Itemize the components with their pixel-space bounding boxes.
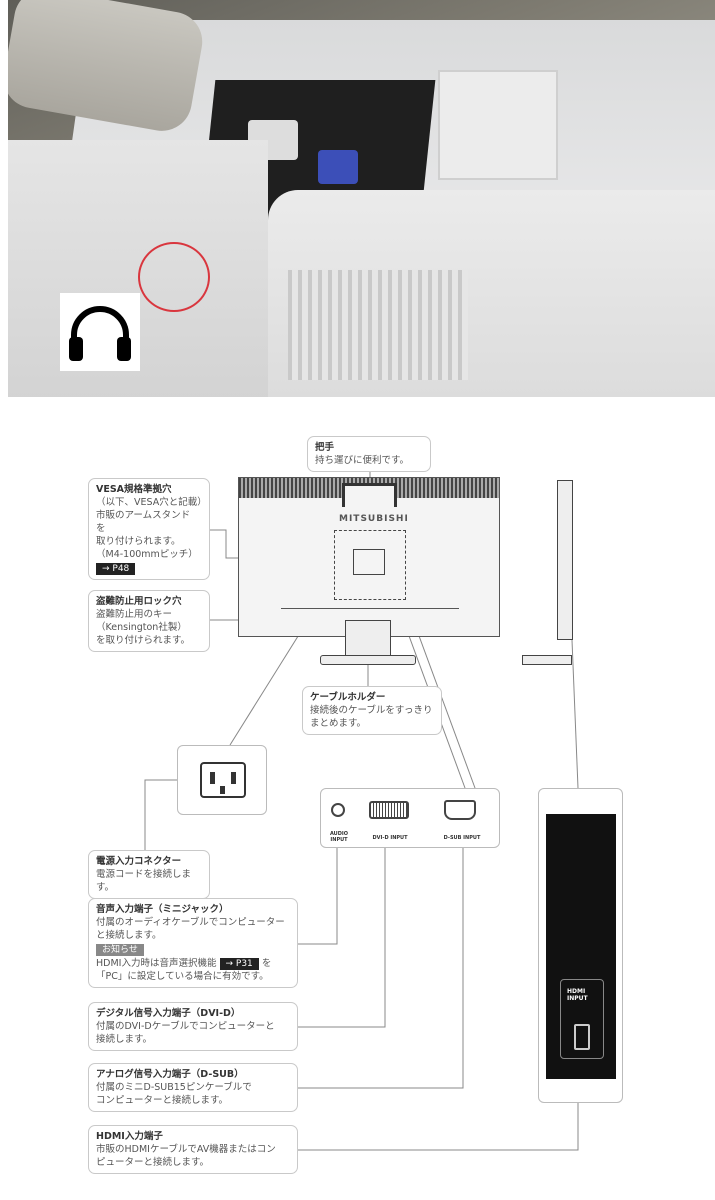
callout-text: と接続します。 — [96, 930, 162, 941]
dsub-port-icon — [444, 800, 476, 820]
callout-text: 取り付けられます。 — [96, 536, 181, 547]
callout-text: コンピューターと接続します。 — [96, 1095, 229, 1106]
callout-text: まとめます。 — [310, 718, 367, 729]
callout-text: 市販のアームスタンド を — [96, 510, 191, 534]
vent-grille — [288, 270, 468, 380]
callout-text: 市販のHDMIケーブルでAV機器またはコン — [96, 1144, 276, 1155]
callout-lock: 盗難防止用ロック穴 盗難防止用のキー （Kensington社製） を取り付けら… — [88, 590, 210, 652]
callout-dvi: デジタル信号入力端子（DVI-D） 付属のDVI-Dケーブルでコンピューターと … — [88, 1002, 298, 1051]
port-area — [281, 608, 459, 636]
callout-title: アナログ信号入力端子（D-SUB） — [96, 1069, 244, 1080]
hdmi-area — [438, 70, 558, 180]
callout-text: 接続します。 — [96, 1034, 153, 1045]
power-connector-diagram — [177, 745, 267, 815]
port-label-dvi: DVI-D INPUT — [372, 835, 408, 841]
callout-text: 「PC」に設定している場合に有効です。 — [96, 971, 269, 982]
brand-logo: MITSUBISHI — [339, 514, 409, 524]
power-socket-icon — [200, 762, 246, 798]
page-ref-link[interactable]: → P31 — [219, 958, 259, 970]
callout-text: HDMI入力時は音声選択機能 — [96, 958, 217, 969]
vesa-holes — [334, 530, 406, 600]
dvi-port-icon — [369, 801, 409, 819]
callout-cable-holder: ケーブルホルダー 接続後のケーブルをすっきり まとめます。 — [302, 686, 442, 735]
port-label-dsub: D-SUB INPUT — [443, 835, 481, 841]
hdmi-panel-diagram: HDMI INPUT — [538, 788, 623, 1103]
callout-title: デジタル信号入力端子（DVI-D） — [96, 1008, 241, 1019]
callout-handle: 把手持ち運びに便利です。 — [307, 436, 431, 472]
monitor-photo — [8, 0, 715, 397]
callout-title: ケーブルホルダー — [310, 692, 386, 703]
monitor-side-diagram — [557, 480, 573, 640]
hdmi-port-frame: HDMI INPUT — [560, 979, 604, 1059]
monitor-back-diagram: MITSUBISHI — [238, 477, 500, 637]
headphone-jack-highlight — [138, 242, 210, 312]
callout-text: （M4-100mmピッチ） — [96, 549, 198, 560]
notice-badge: お知らせ — [96, 944, 144, 956]
callout-audio: 音声入力端子（ミニジャック） 付属のオーディオケーブルでコンピューター と接続し… — [88, 898, 298, 988]
callout-title: 電源入力コネクター — [96, 856, 182, 867]
callout-title: 盗難防止用ロック穴 — [96, 596, 182, 607]
callout-title: VESA規格準拠穴 — [96, 484, 172, 495]
callout-text: を — [261, 958, 272, 969]
port-label-audio: AUDIO INPUT — [329, 831, 349, 843]
vga-port — [318, 150, 358, 184]
side-stand-base — [522, 655, 572, 665]
callout-hdmi: HDMI入力端子 市販のHDMIケーブルでAV機器またはコン ピューターと接続し… — [88, 1125, 298, 1174]
callout-text: を取り付けられます。 — [96, 635, 191, 646]
callout-text: 付属のミニD-SUB15ピンケーブルで — [96, 1082, 252, 1093]
callout-dsub: アナログ信号入力端子（D-SUB） 付属のミニD-SUB15ピンケーブルで コン… — [88, 1063, 298, 1112]
callout-text: （以下、VESA穴と記載） — [96, 497, 207, 508]
port-label-hdmi: HDMI INPUT — [567, 988, 588, 1002]
ports-panel-diagram: AUDIO INPUT DVI-D INPUT D-SUB INPUT — [320, 788, 500, 848]
page-ref-link[interactable]: → P48 — [96, 563, 136, 575]
callout-text: （Kensington社製） — [96, 622, 187, 633]
callout-text: ピューターと接続します。 — [96, 1157, 210, 1168]
headphones-icon — [60, 293, 140, 371]
callout-text: 電源コードを接続します。 — [96, 869, 192, 893]
callout-title: 音声入力端子（ミニジャック） — [96, 904, 229, 915]
stand-base — [320, 655, 416, 665]
callout-text: 付属のDVI-Dケーブルでコンピューターと — [96, 1021, 275, 1032]
audio-jack-icon — [331, 803, 345, 817]
hdmi-port-icon — [574, 1024, 590, 1050]
callout-text: 盗難防止用のキー — [96, 609, 173, 620]
callout-text: 接続後のケーブルをすっきり — [310, 705, 433, 716]
hdmi-panel-inner: HDMI INPUT — [546, 814, 616, 1079]
callout-power: 電源入力コネクター電源コードを接続します。 — [88, 850, 210, 899]
callout-title: 把手 — [315, 442, 335, 453]
callout-vesa: VESA規格準拠穴 （以下、VESA穴と記載） 市販のアームスタンド を 取り付… — [88, 478, 210, 580]
callout-title: HDMI入力端子 — [96, 1131, 163, 1142]
handle — [342, 483, 397, 507]
callout-text: 付属のオーディオケーブルでコンピューター — [96, 917, 285, 928]
callout-text: 持ち運びに便利です。 — [315, 455, 410, 466]
stand-neck — [345, 620, 391, 658]
